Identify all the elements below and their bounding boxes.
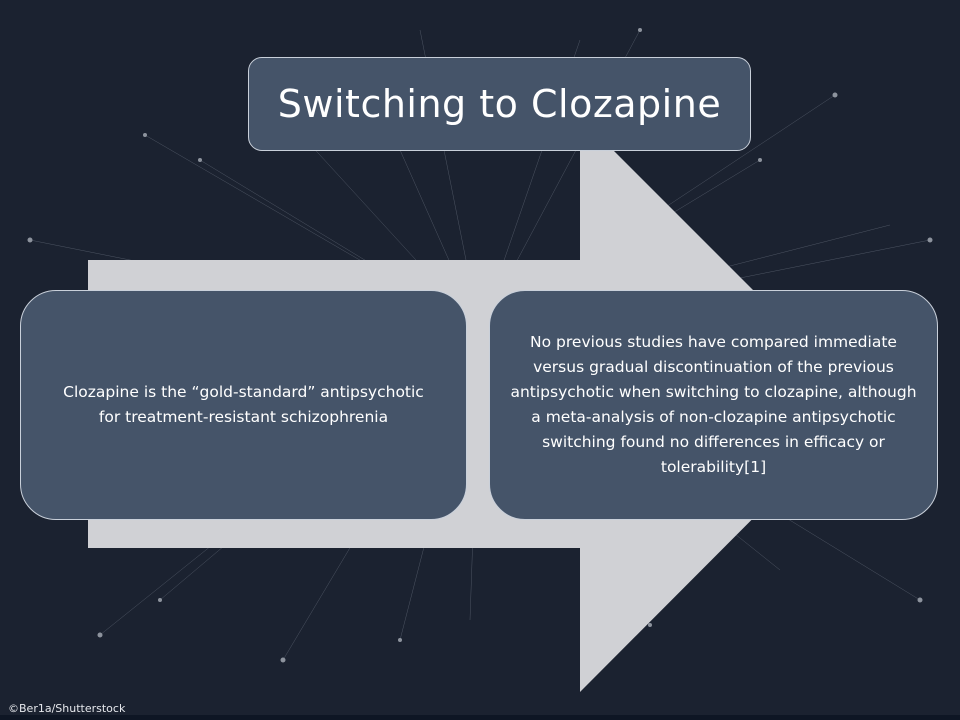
image-credit: ©Ber1a/Shutterstock [8,702,126,715]
slide-title: Switching to Clozapine [248,57,751,151]
bottom-bar [0,715,960,720]
right-box-text: No previous studies have compared immedi… [510,333,917,476]
process-arrow [88,117,867,692]
left-box-text: Clozapine is the “gold-standard” antipsy… [63,383,424,426]
right-text-box: No previous studies have compared immedi… [489,290,938,520]
left-text-box: Clozapine is the “gold-standard” antipsy… [20,290,467,520]
